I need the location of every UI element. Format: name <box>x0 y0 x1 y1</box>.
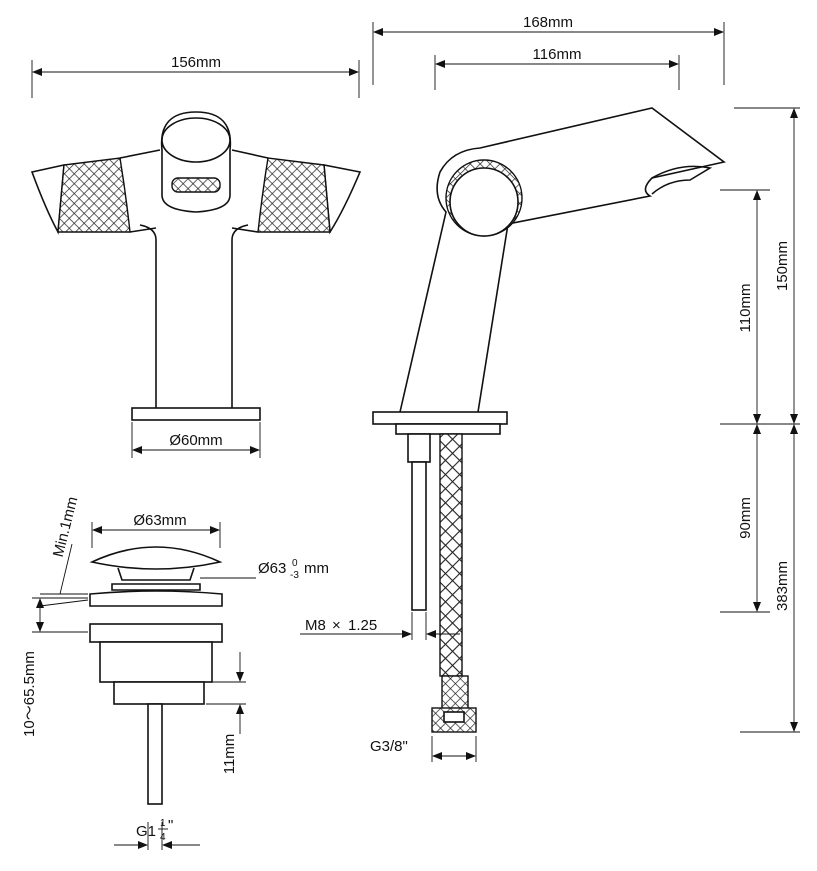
dim-leader <box>39 599 89 607</box>
drain-seal <box>111 583 201 591</box>
min-gap-label: Min.1mm <box>50 495 81 559</box>
faucet-body <box>139 224 249 408</box>
hose-ferrule <box>441 675 469 711</box>
faucet-base <box>131 407 261 421</box>
right-handle-knurl <box>257 157 331 233</box>
hose-nut-inner <box>443 711 465 723</box>
threaded-rod <box>411 461 427 611</box>
thread-label: M8 <box>305 617 326 634</box>
drain-body-diameter-label: Ø63 <box>258 560 286 577</box>
right-handle-joint <box>231 149 269 233</box>
braided-hose <box>439 433 463 677</box>
side-width-label: 168mm <box>523 14 573 31</box>
spout-reach-label: 116mm <box>533 46 582 63</box>
drain-thread-prefix: G1 <box>136 823 156 840</box>
drain-view: Ø63mm Ø63 0 -3 mm Min.1mm 10～65.5mm 11mm <box>21 495 329 850</box>
shank-length-label: 90mm <box>737 497 754 539</box>
dim-leader <box>59 543 73 595</box>
front-width-label: 156mm <box>171 54 221 71</box>
thread-pitch-label: 1.25 <box>348 617 377 634</box>
drain-thread-suffix: " <box>168 817 173 834</box>
tolerance-upper: 0 <box>292 558 298 569</box>
drain-nut <box>89 623 223 643</box>
drain-flange <box>89 590 223 607</box>
side-handle-cap <box>449 167 519 237</box>
total-height-label: 150mm <box>774 241 791 291</box>
drain-thread-numerator: 1 <box>160 818 166 829</box>
side-base <box>372 411 508 425</box>
side-view: 168mm 116mm M8 × 1.25 G3/8" <box>300 14 800 762</box>
rod-nut <box>407 433 431 463</box>
front-view: 156mm Ø60mm <box>30 54 362 458</box>
base-diameter-label: Ø60mm <box>169 432 222 449</box>
faucet-side-body <box>399 107 726 413</box>
drain-cap-diameter-label: Ø63mm <box>133 512 186 529</box>
drain-thread-length-label: 11mm <box>221 734 238 775</box>
side-base-plate <box>395 423 501 435</box>
drain-body-unit: mm <box>304 560 329 577</box>
aerator <box>171 177 221 193</box>
tolerance-lower: -3 <box>290 570 299 581</box>
overall-length-label: 383mm <box>774 561 791 611</box>
drain-thread <box>113 681 205 705</box>
body-height-upper-label: 110mm <box>737 284 754 333</box>
spout-outlet <box>651 165 713 195</box>
drain-stem <box>117 567 195 581</box>
drain-cap <box>89 546 223 570</box>
drain-body <box>99 641 213 683</box>
hose-connection-label: G3/8" <box>370 738 408 755</box>
drain-thread-denominator: 4 <box>160 832 166 843</box>
left-handle-joint <box>119 149 161 233</box>
drain-range-label: 10～65.5mm <box>21 651 38 737</box>
top-cap-ellipse <box>161 117 231 163</box>
drain-rod <box>147 703 163 805</box>
left-handle-knurl <box>57 157 131 233</box>
multiply-sign: × <box>332 617 341 634</box>
